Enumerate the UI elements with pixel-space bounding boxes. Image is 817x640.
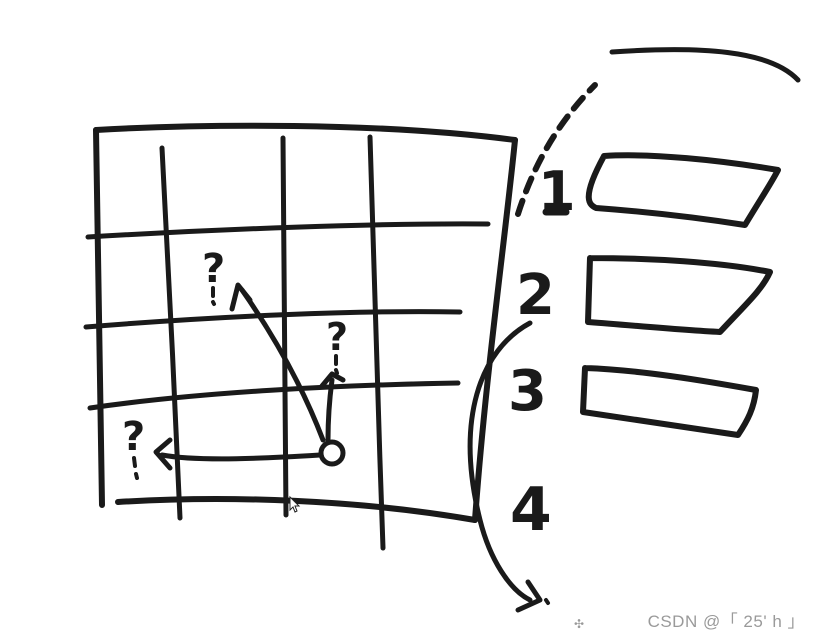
grid-horizontal-line-2 [83,309,463,330]
row-strip-1 [585,152,781,228]
mouse-pointer-icon [289,495,301,513]
grid-right-border [472,137,518,523]
arrow-left-line [159,452,323,462]
row-label-4: 4 [510,475,552,545]
question-mark-dots-3 [132,456,139,480]
arrow-left-head [153,437,173,471]
row-label-2: 2 [516,263,555,328]
question-mark-left: ? [122,414,145,460]
grid-vertical-line-1 [159,145,183,521]
row-move-arrow [467,320,533,603]
question-mark-up: ? [326,315,348,359]
grid [83,122,518,551]
start-cell-circle [318,439,346,467]
grid-bottom-border [115,496,478,523]
row-strip-3 [580,365,759,438]
grid-vertical-line-3 [367,134,386,551]
question-mark-upper-left: ? [202,246,225,292]
grid-horizontal-line-3 [87,380,461,411]
extracted-rows: 1 2 3 4 [467,47,801,613]
grid-vertical-line-2 [280,135,289,518]
arrow-up-left-line [239,287,326,443]
arrow-up-head [319,371,346,389]
question-mark-dots-2 [334,354,339,375]
grid-horizontal-line-1 [85,221,491,240]
grid-left-border [93,127,105,508]
move-crosshair-icon: ✣ [574,617,585,631]
dashed-connector [515,82,598,217]
arrow-up-line [325,377,335,443]
grid-top-border [93,122,518,143]
row-move-arrow-end [544,598,550,605]
row-move-arrow-head [515,579,543,613]
question-marks: ? ? ? [122,246,348,480]
moves [153,282,346,471]
question-mark-dots-1 [211,286,216,306]
top-partial-row [609,47,801,83]
watermark: CSDN @「 25' h 」 [647,612,805,631]
row-strip-2 [585,255,773,335]
row-label-3: 3 [508,359,547,424]
arrow-up-left-head [229,282,253,312]
